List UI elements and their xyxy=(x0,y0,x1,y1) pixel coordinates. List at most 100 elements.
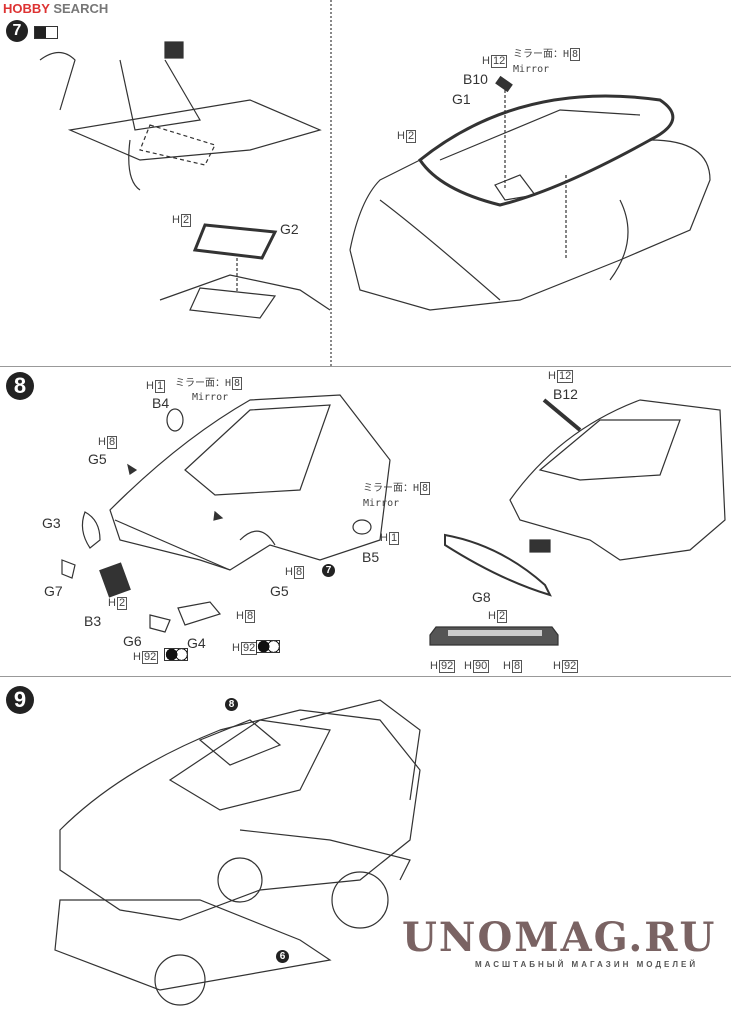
part-label: B3 xyxy=(84,613,102,629)
paint-code-prefix: H xyxy=(548,370,556,382)
front-car-drawing xyxy=(61,394,391,633)
paint-code-prefix: H xyxy=(236,610,244,622)
paint-code-number: 92 xyxy=(561,660,579,673)
ref-step-8: 8 xyxy=(225,698,238,711)
hobby-search-watermark: HOBBY SEARCH xyxy=(3,2,108,16)
paint-code-number: 92 xyxy=(438,660,456,673)
paint-code-number: 92 xyxy=(240,642,258,655)
part-label: B12 xyxy=(553,386,578,402)
step-divider-8-9 xyxy=(0,676,731,677)
paint-code-number: 92 xyxy=(141,651,159,664)
mirror-note: Mirror xyxy=(192,392,229,403)
part-label: G8 xyxy=(472,589,491,605)
paint-code-number: 90 xyxy=(472,660,490,673)
paint-code-number: 8 xyxy=(232,377,243,390)
part-label: G7 xyxy=(44,583,63,599)
part-label: B10 xyxy=(463,71,488,87)
paint-code-number: 2 xyxy=(496,610,508,623)
mirror-part-b10 xyxy=(495,75,513,93)
roof-interior-drawing xyxy=(39,41,322,191)
ref-step-7: 7 xyxy=(322,564,335,577)
step-divider-vertical xyxy=(330,0,332,366)
paint-code-prefix: H xyxy=(285,566,293,578)
paint-code-prefix: H xyxy=(482,55,490,67)
paint-code-prefix: ミラー面：H xyxy=(513,49,570,60)
paint-code-prefix: H xyxy=(464,660,472,672)
paint-code-prefix: H xyxy=(146,380,154,392)
paint-code-number: 2 xyxy=(180,214,192,227)
paint-code-number: 2 xyxy=(405,130,417,143)
paint-black-white-icon xyxy=(34,26,58,39)
paint-code-prefix: H xyxy=(380,532,388,544)
paint-code-number: 12 xyxy=(556,370,574,383)
shop-tagline: МАСШТАБНЫЙ МАГАЗИН МОДЕЛЕЙ xyxy=(475,960,699,969)
paint-code-number: 8 xyxy=(420,482,431,495)
part-label: G1 xyxy=(452,91,471,107)
step-number-9: 9 xyxy=(6,686,34,714)
paint-code-number: 12 xyxy=(490,55,508,68)
paint-code-prefix: H xyxy=(553,660,561,672)
paint-chip-icon xyxy=(164,41,184,59)
paint-code-prefix: H xyxy=(430,660,438,672)
step-divider-7-8 xyxy=(0,366,731,367)
step-number-7: 7 xyxy=(6,20,28,42)
body-shell-drawing xyxy=(349,75,711,311)
watermark-gray-text: SEARCH xyxy=(53,1,109,16)
paint-code-number: 1 xyxy=(388,532,400,545)
part-label: G3 xyxy=(42,515,61,531)
paint-code-prefix: H xyxy=(397,130,405,142)
final-assembly-drawing xyxy=(54,699,421,1006)
paint-chip-g4-icon xyxy=(256,640,280,653)
mirror-note: Mirror xyxy=(513,64,550,75)
paint-code-number: 8 xyxy=(293,566,305,579)
part-label: G2 xyxy=(280,221,299,237)
paint-code-prefix: H xyxy=(133,651,141,663)
paint-code-number: 2 xyxy=(116,597,128,610)
part-label: G5 xyxy=(270,583,289,599)
ref-step-6: 6 xyxy=(276,950,289,963)
step-number-8: 8 xyxy=(6,372,34,400)
paint-code-prefix: H xyxy=(98,436,106,448)
part-label: B5 xyxy=(362,549,380,565)
part-label: G6 xyxy=(123,633,142,649)
part-label: G5 xyxy=(88,451,107,467)
paint-code-prefix: ミラー面：H xyxy=(175,378,232,389)
paint-code-prefix: ミラー面：H xyxy=(363,483,420,494)
part-label: B4 xyxy=(152,395,170,411)
paint-chip-g6-icon xyxy=(164,648,188,661)
paint-code-number: 1 xyxy=(154,380,166,393)
shop-logo: UNOMAG.RU xyxy=(402,914,717,961)
window-g2-drawing xyxy=(159,223,331,319)
paint-code-number: 8 xyxy=(244,610,256,623)
paint-code-prefix: H xyxy=(503,660,511,672)
paint-code-prefix: H xyxy=(488,610,496,622)
mirror-note: Mirror xyxy=(363,498,400,509)
part-label: G4 xyxy=(187,635,206,651)
rear-car-drawing xyxy=(429,398,726,646)
paint-code-prefix: H xyxy=(232,642,240,654)
watermark-red-text: HOBBY xyxy=(3,1,50,16)
paint-code-prefix: H xyxy=(172,214,180,226)
paint-code-number: 8 xyxy=(511,660,523,673)
